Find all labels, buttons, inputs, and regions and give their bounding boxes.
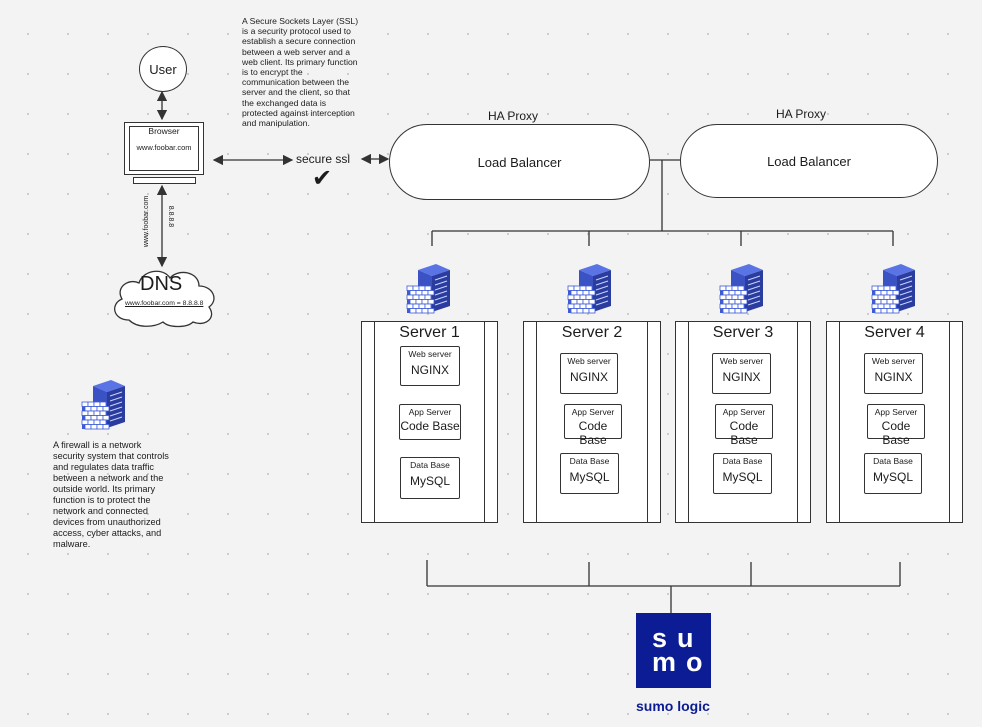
server-2: Server 2 Web server NGINX App Server Cod… — [523, 321, 661, 523]
firewall-description: A firewall is a network security system … — [53, 440, 169, 549]
firewall-server-icon — [81, 380, 127, 435]
dns-arrow-ip-label: 8.8.8.8 — [167, 205, 175, 228]
mysql-label: MySQL — [872, 470, 913, 484]
ha-proxy-heading-2: HA Proxy — [776, 107, 827, 121]
web-server-label: Web server — [567, 356, 611, 366]
mysql-label: MySQL — [722, 470, 763, 484]
dns-title: DNS — [140, 273, 183, 295]
server-2-db-box: Data Base MySQL — [560, 453, 619, 494]
code-base-label: Code Base — [881, 419, 911, 447]
nginx-label: NGINX — [410, 363, 449, 377]
server-1-db-box: Data Base MySQL — [400, 457, 460, 499]
secure-ssl-label: secure ssl — [296, 152, 351, 166]
server-1-web-box: Web server NGINX — [400, 346, 460, 386]
browser-title: Browser — [148, 126, 180, 136]
server-2-app-box: App Server Code Base — [564, 404, 622, 447]
load-balancer-1-label: Load Balancer — [477, 154, 562, 170]
web-server-label: Web server — [408, 349, 452, 359]
checkmark-icon: ✔ — [312, 165, 333, 192]
web-server-label: Web server — [719, 356, 764, 366]
server-3-web-box: Web server NGINX — [712, 353, 771, 394]
server-4-db-box: Data Base MySQL — [864, 453, 922, 494]
app-server-label: App Server — [722, 407, 766, 417]
server-4-app-box: App Server Code Base — [867, 404, 925, 447]
dns-cloud-icon — [114, 270, 215, 328]
server-4-title: Server 4 — [864, 324, 925, 341]
nginx-label: NGINX — [722, 370, 761, 384]
app-server-label: App Server — [874, 407, 918, 417]
browser-monitor: Browser www.foobar.com — [124, 122, 204, 175]
sumo-logic-caption: sumo logic — [636, 698, 710, 714]
server-3-title: Server 3 — [712, 324, 774, 341]
nginx-label: NGINX — [569, 370, 608, 384]
nginx-label: NGINX — [874, 370, 913, 384]
server-3-app-box: App Server Code Base — [715, 404, 773, 447]
mysql-label: MySQL — [409, 474, 450, 488]
load-balancer-1: Load Balancer — [389, 124, 650, 200]
code-base-label: Code Base — [578, 419, 608, 447]
server-2-web-box: Web server NGINX — [560, 353, 618, 394]
data-base-label: Data Base — [722, 456, 763, 466]
server-1-app-box: App Server Code Base — [399, 404, 461, 440]
user-label: User — [149, 61, 177, 77]
dns-arrow-domain-label: www.foobar.com — [143, 195, 151, 248]
load-balancer-2-label: Load Balancer — [767, 153, 851, 169]
data-base-label: Data Base — [873, 456, 913, 466]
browser-url: www.foobar.com — [136, 143, 192, 152]
user-node: User — [139, 46, 187, 92]
app-server-label: App Server — [408, 407, 452, 417]
firewall-server-icon — [406, 264, 452, 319]
dns-record: www.foobar.com = 8.8.8.8 — [125, 300, 204, 307]
ha-proxy-heading-1: HA Proxy — [488, 109, 539, 123]
code-base-label: Code Base — [400, 419, 460, 433]
server-4: Server 4 Web server NGINX App Server Cod… — [826, 321, 963, 523]
ssl-description: A Secure Sockets Layer (SSL) is a securi… — [242, 16, 359, 129]
sumo-logo-line-1: su — [652, 623, 704, 653]
server-1: Server 1 Web server NGINX App Server Cod… — [361, 321, 498, 523]
firewall-server-icon — [719, 264, 765, 319]
data-base-label: Data Base — [410, 460, 450, 470]
server-3: Server 3 Web server NGINX App Server Cod… — [675, 321, 811, 523]
app-server-label: App Server — [571, 407, 615, 417]
server-2-title: Server 2 — [561, 324, 623, 341]
server-1-title: Server 1 — [399, 324, 460, 341]
web-server-label: Web server — [871, 356, 916, 366]
load-balancer-2: Load Balancer — [680, 124, 938, 198]
server-3-db-box: Data Base MySQL — [713, 453, 772, 494]
sumo-logic-logo: su mo — [636, 613, 711, 688]
firewall-server-icon — [871, 264, 917, 319]
browser-screen — [129, 126, 199, 171]
browser-stand — [133, 177, 196, 184]
sumo-logo-line-2: mo — [652, 647, 713, 677]
mysql-label: MySQL — [569, 470, 610, 484]
firewall-server-icon — [567, 264, 613, 319]
code-base-label: Code Base — [729, 419, 759, 447]
data-base-label: Data Base — [569, 456, 610, 466]
server-4-web-box: Web server NGINX — [864, 353, 923, 394]
